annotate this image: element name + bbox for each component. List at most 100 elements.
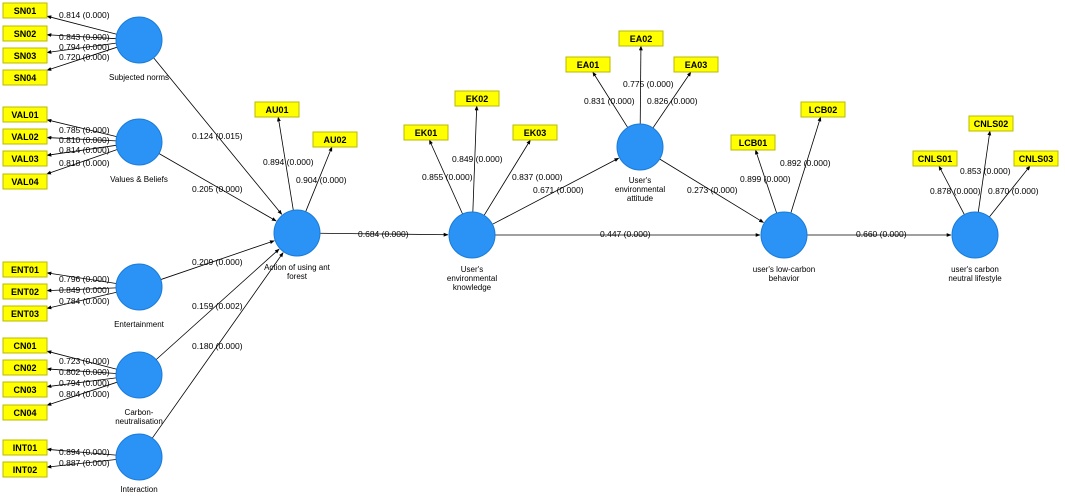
indicator-box[interactable] [403,124,449,141]
indicator-box[interactable] [673,56,719,73]
indicator-val01[interactable]: VAL01 [2,106,48,123]
indicator-cn02[interactable]: CN02 [2,359,48,376]
indicator-ent02[interactable]: ENT02 [2,283,48,300]
indicator-box[interactable] [312,131,358,148]
indicator-sn02[interactable]: SN02 [2,25,48,42]
path-arrow-ea-to-lcb [659,158,764,223]
indicator-box[interactable] [2,283,48,300]
indicator-box[interactable] [2,404,48,421]
latent-variable-circle[interactable] [273,209,321,257]
latent-variable-circle[interactable] [115,351,163,399]
indicator-box[interactable] [2,150,48,167]
indicator-box[interactable] [2,381,48,398]
indicator-box[interactable] [912,150,958,167]
loading-value-label: 0.802 (0.000) [59,367,110,377]
indicator-val03[interactable]: VAL03 [2,150,48,167]
latent-variable-circle[interactable] [115,16,163,64]
latent-variable-circle[interactable] [115,433,163,481]
indicator-box[interactable] [800,101,846,118]
indicator-cn04[interactable]: CN04 [2,404,48,421]
latent-variable-label: neutral lifestyle [948,274,1002,283]
latent-variable-circle[interactable] [616,123,664,171]
indicator-label: CNLS03 [1019,154,1054,164]
indicator-box[interactable] [2,439,48,456]
indicator-box[interactable] [512,124,558,141]
loading-value-label: 0.804 (0.000) [59,389,110,399]
indicator-box[interactable] [2,461,48,478]
indicator-ea01[interactable]: EA01 [565,56,611,73]
indicator-cnls02[interactable]: CNLS02 [968,115,1014,132]
indicator-int02[interactable]: INT02 [2,461,48,478]
indicator-box[interactable] [2,128,48,145]
indicator-cnls01[interactable]: CNLS01 [912,150,958,167]
indicator-box[interactable] [2,25,48,42]
latent-variable-vb[interactable]: Values & Beliefs [110,118,168,184]
indicator-au01[interactable]: AU01 [254,101,300,118]
indicator-box[interactable] [1013,150,1059,167]
indicator-label: LCB01 [739,138,768,148]
loading-arrow-val01 [46,118,117,137]
indicator-label: CNLS01 [918,154,953,164]
loading-arrow-int02 [46,459,117,469]
indicator-lcb02[interactable]: LCB02 [800,101,846,118]
indicator-ek03[interactable]: EK03 [512,124,558,141]
loading-value-label: 0.855 (0.000) [422,172,473,182]
indicator-box[interactable] [618,30,664,47]
indicator-box[interactable] [2,47,48,64]
indicator-box[interactable] [2,106,48,123]
indicator-val02[interactable]: VAL02 [2,128,48,145]
indicator-box[interactable] [968,115,1014,132]
latent-variable-sn[interactable]: Subjected norms [109,16,169,82]
indicator-cn01[interactable]: CN01 [2,337,48,354]
indicator-box[interactable] [730,134,776,151]
indicator-box[interactable] [2,173,48,190]
loading-value-label: 0.894 (0.000) [59,447,110,457]
latent-variable-ent[interactable]: Entertainment [114,263,165,329]
loading-arrow-lcb02 [790,116,822,214]
latent-variable-circle[interactable] [951,211,999,259]
indicator-box[interactable] [454,90,500,107]
indicator-sn01[interactable]: SN01 [2,2,48,19]
indicator-label: VAL04 [11,177,38,187]
indicator-cn03[interactable]: CN03 [2,381,48,398]
indicator-box[interactable] [2,261,48,278]
latent-variable-int[interactable]: Interaction [115,433,163,494]
indicator-box[interactable] [2,359,48,376]
latent-variable-cn[interactable]: Carbon-neutralisation [115,351,163,426]
indicator-label: AU01 [265,105,288,115]
indicator-box[interactable] [2,69,48,86]
indicator-cnls03[interactable]: CNLS03 [1013,150,1059,167]
indicator-int01[interactable]: INT01 [2,439,48,456]
loading-arrow-ea01 [592,71,629,128]
indicator-box[interactable] [254,101,300,118]
indicator-ea03[interactable]: EA03 [673,56,719,73]
indicator-ent01[interactable]: ENT01 [2,261,48,278]
latent-variable-circle[interactable] [760,211,808,259]
indicator-lcb01[interactable]: LCB01 [730,134,776,151]
latent-variable-label: Interaction [120,485,157,494]
latent-variable-circle[interactable] [115,263,163,311]
latent-variable-circle[interactable] [448,211,496,259]
loading-arrow-int01 [46,447,117,456]
indicator-box[interactable] [2,2,48,19]
indicator-sn03[interactable]: SN03 [2,47,48,64]
indicator-ea02[interactable]: EA02 [618,30,664,47]
indicator-sn04[interactable]: SN04 [2,69,48,86]
indicator-ek01[interactable]: EK01 [403,124,449,141]
indicator-au02[interactable]: AU02 [312,131,358,148]
loading-arrow-sn02 [46,33,117,40]
edges-layer [46,15,1031,469]
indicator-box[interactable] [2,305,48,322]
indicator-ent03[interactable]: ENT03 [2,305,48,322]
latent-variable-circle[interactable] [115,118,163,166]
indicator-box[interactable] [2,337,48,354]
indicator-val04[interactable]: VAL04 [2,173,48,190]
indicator-ek02[interactable]: EK02 [454,90,500,107]
indicator-box[interactable] [565,56,611,73]
loading-value-label: 0.887 (0.000) [59,458,110,468]
